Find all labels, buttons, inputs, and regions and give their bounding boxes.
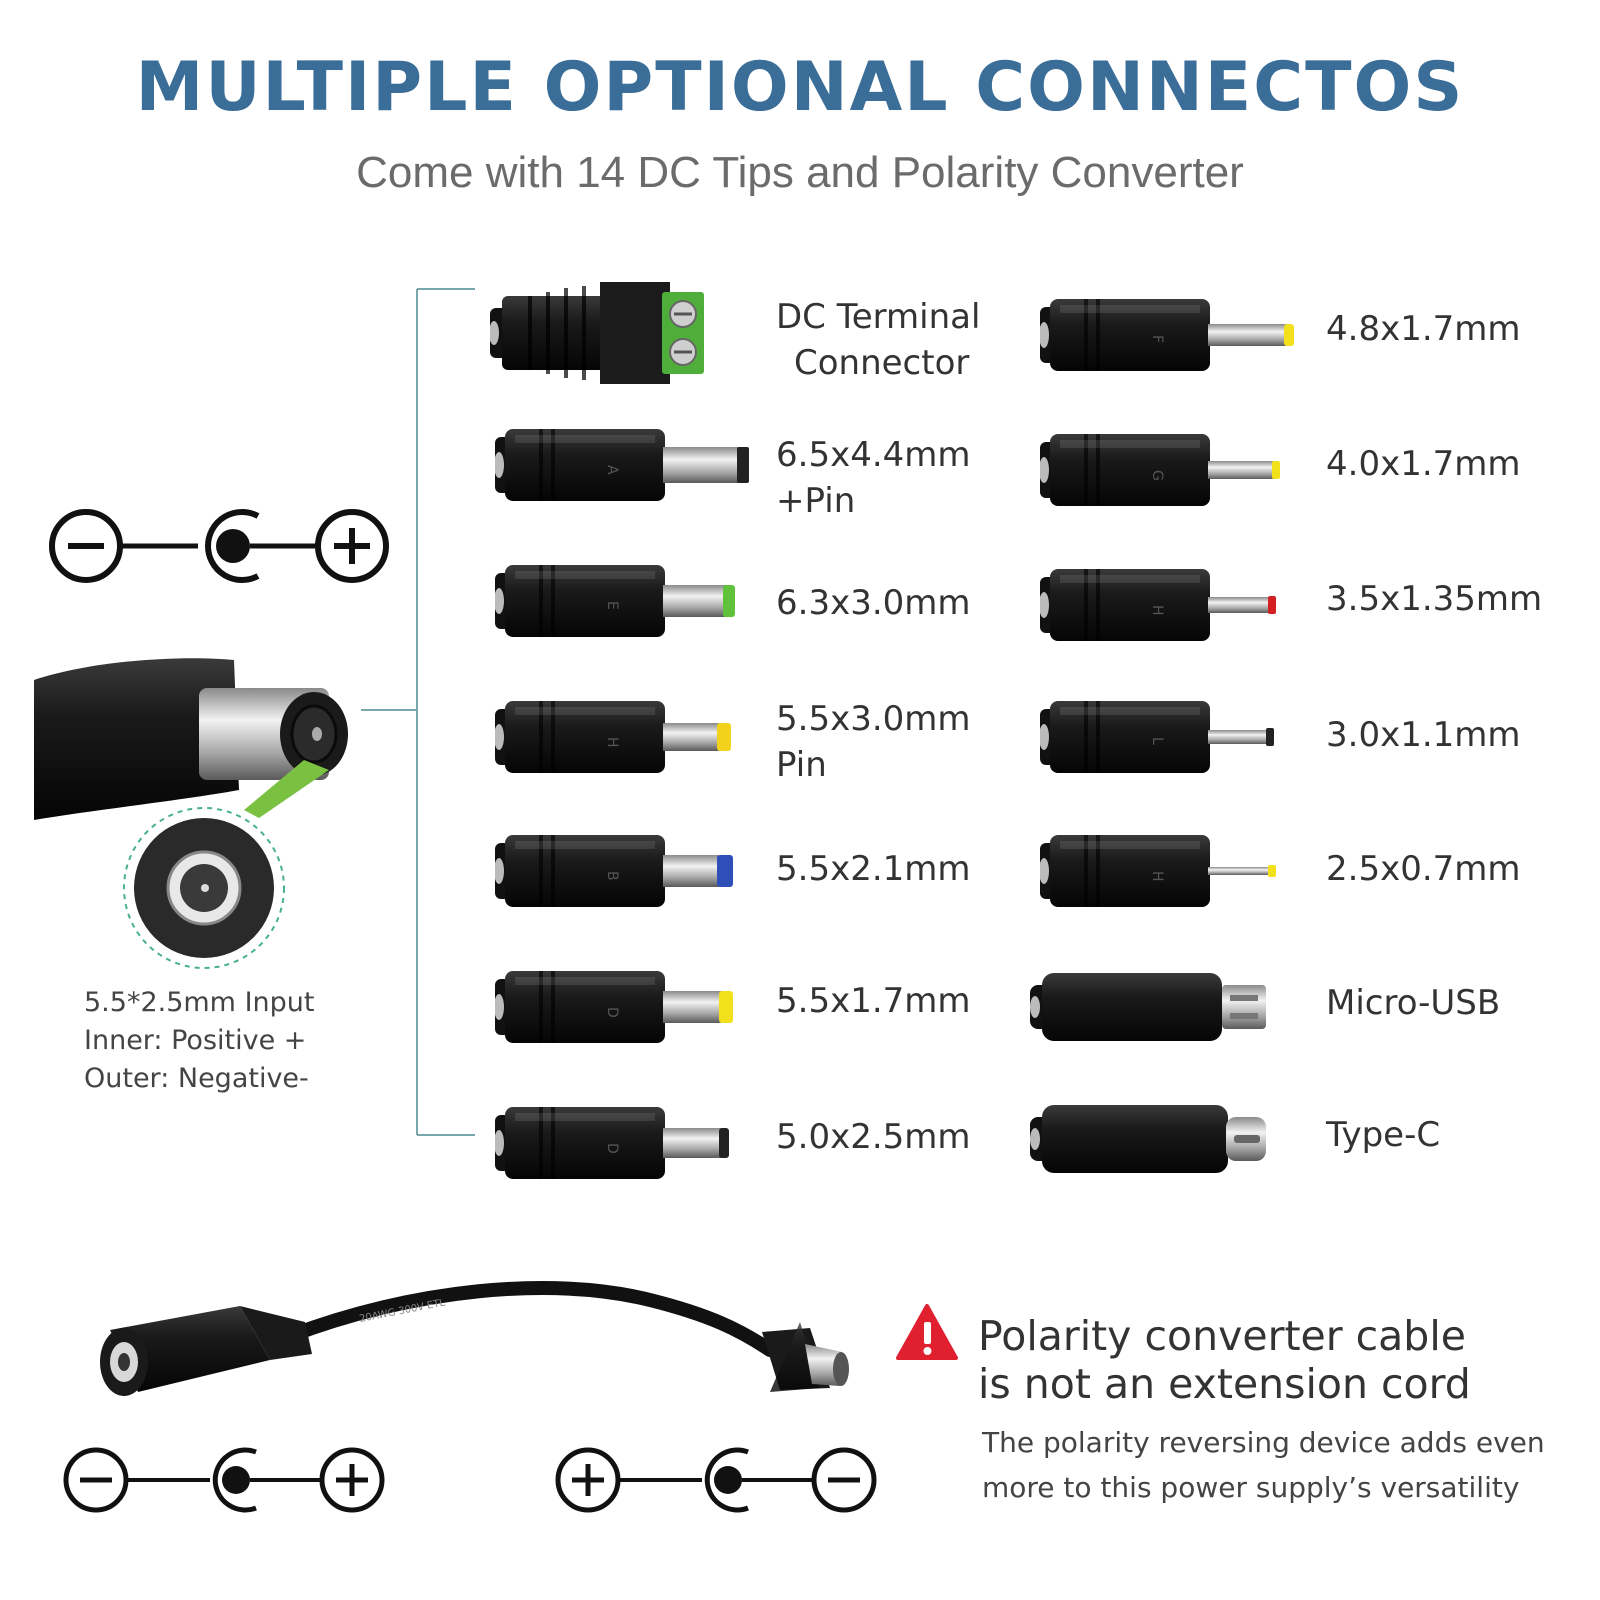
warning-title: Polarity converter cable is not an exten… xyxy=(978,1312,1471,1408)
input-spec: 5.5*2.5mm Input Inner: Positive + Outer:… xyxy=(84,984,314,1098)
plus-icon xyxy=(315,509,389,583)
center-positive-icon xyxy=(212,1447,257,1513)
tip-5-0x2-5mm: D xyxy=(495,1107,729,1179)
minus-icon xyxy=(63,1447,129,1513)
connector-label-2-5x0-7mm: 2.5x0.7mm xyxy=(1326,849,1521,889)
svg-text:L: L xyxy=(1149,737,1165,745)
connector-label-4-8x1-7mm: 4.8x1.7mm xyxy=(1326,309,1521,349)
tip-3-5x1-35mm: H xyxy=(1040,569,1276,641)
polarity-symbol-bottom-right xyxy=(555,1447,877,1513)
tip-5-5x3-0mm: H xyxy=(495,701,731,773)
input-size-label: 5.5*2.5mm Input xyxy=(84,987,315,1018)
input-outer-label: Outer: Negative- xyxy=(84,1063,309,1094)
connector-label-6-3x3-0mm: 6.3x3.0mm xyxy=(776,583,971,623)
tip-4-0x1-7mm: G xyxy=(1040,434,1280,506)
minus-icon xyxy=(811,1447,877,1513)
center-positive-icon xyxy=(205,509,260,583)
male-barrel-connector xyxy=(762,1322,849,1392)
connector-label-6-5x4-4mm: 6.5x4.4mm +Pin xyxy=(776,435,971,521)
minus-icon xyxy=(49,509,123,583)
center-negative-icon xyxy=(704,1447,749,1513)
callout-pointer xyxy=(244,760,329,818)
svg-text:A: A xyxy=(604,465,620,475)
bracket-connector-line xyxy=(361,288,475,1136)
warning-description: The polarity reversing device adds even … xyxy=(982,1426,1545,1504)
connector-label-5-5x2-1mm: 5.5x2.1mm xyxy=(776,849,971,889)
connector-label-5-0x2-5mm: 5.0x2.5mm xyxy=(776,1117,971,1157)
connector-label-5-5x3-0mm: 5.5x3.0mm Pin xyxy=(776,699,971,785)
connector-label-micro-usb: Micro-USB xyxy=(1326,983,1501,1023)
connector-label-3-0x1-1mm: 3.0x1.1mm xyxy=(1326,715,1521,755)
page-subtitle: Come with 14 DC Tips and Polarity Conver… xyxy=(356,148,1244,197)
svg-text:D: D xyxy=(604,1007,620,1018)
tip-5-5x2-1mm: B xyxy=(495,835,733,907)
svg-text:D: D xyxy=(604,1143,620,1154)
input-plug-image xyxy=(34,658,348,969)
tip-5-5x1-7mm: D xyxy=(495,971,733,1043)
tip-2-5x0-7mm: H xyxy=(1040,835,1276,907)
connector-label-dc-terminal: DC Terminal Connector xyxy=(776,297,981,383)
svg-text:H: H xyxy=(604,737,620,748)
dc-terminal-connector-image xyxy=(490,282,704,384)
tip-6-5x4-4mm: A xyxy=(495,429,749,501)
svg-text:H: H xyxy=(1149,605,1165,616)
polarity-converter-cable-image: 20AWG 300V ETL xyxy=(100,1281,849,1396)
svg-text:F: F xyxy=(1149,335,1165,343)
connector-label-4-0x1-7mm: 4.0x1.7mm xyxy=(1326,444,1521,484)
tip-type-c xyxy=(1030,1105,1266,1173)
tip-4-8x1-7mm: F xyxy=(1040,299,1294,371)
page-title: MULTIPLE OPTIONAL CONNECTOS xyxy=(135,48,1465,127)
svg-text:G: G xyxy=(1149,470,1165,481)
polarity-symbol-top xyxy=(49,509,389,583)
tip-3-0x1-1mm: L xyxy=(1040,701,1274,773)
warning-triangle-icon xyxy=(896,1304,958,1360)
input-inner-label: Inner: Positive + xyxy=(84,1025,307,1056)
svg-text:E: E xyxy=(604,601,620,610)
tip-micro-usb xyxy=(1030,973,1266,1041)
plus-icon xyxy=(319,1447,385,1513)
tip-6-3x3-0mm: E xyxy=(495,565,735,637)
svg-text:H: H xyxy=(1149,871,1165,882)
polarity-symbol-bottom-left xyxy=(63,1447,385,1513)
connector-label-5-5x1-7mm: 5.5x1.7mm xyxy=(776,981,971,1021)
female-barrel-connector xyxy=(100,1306,312,1396)
svg-text:B: B xyxy=(604,871,620,881)
connector-label-3-5x1-35mm: 3.5x1.35mm xyxy=(1326,579,1543,619)
connector-label-type-c: Type-C xyxy=(1326,1115,1441,1155)
plus-icon xyxy=(555,1447,621,1513)
